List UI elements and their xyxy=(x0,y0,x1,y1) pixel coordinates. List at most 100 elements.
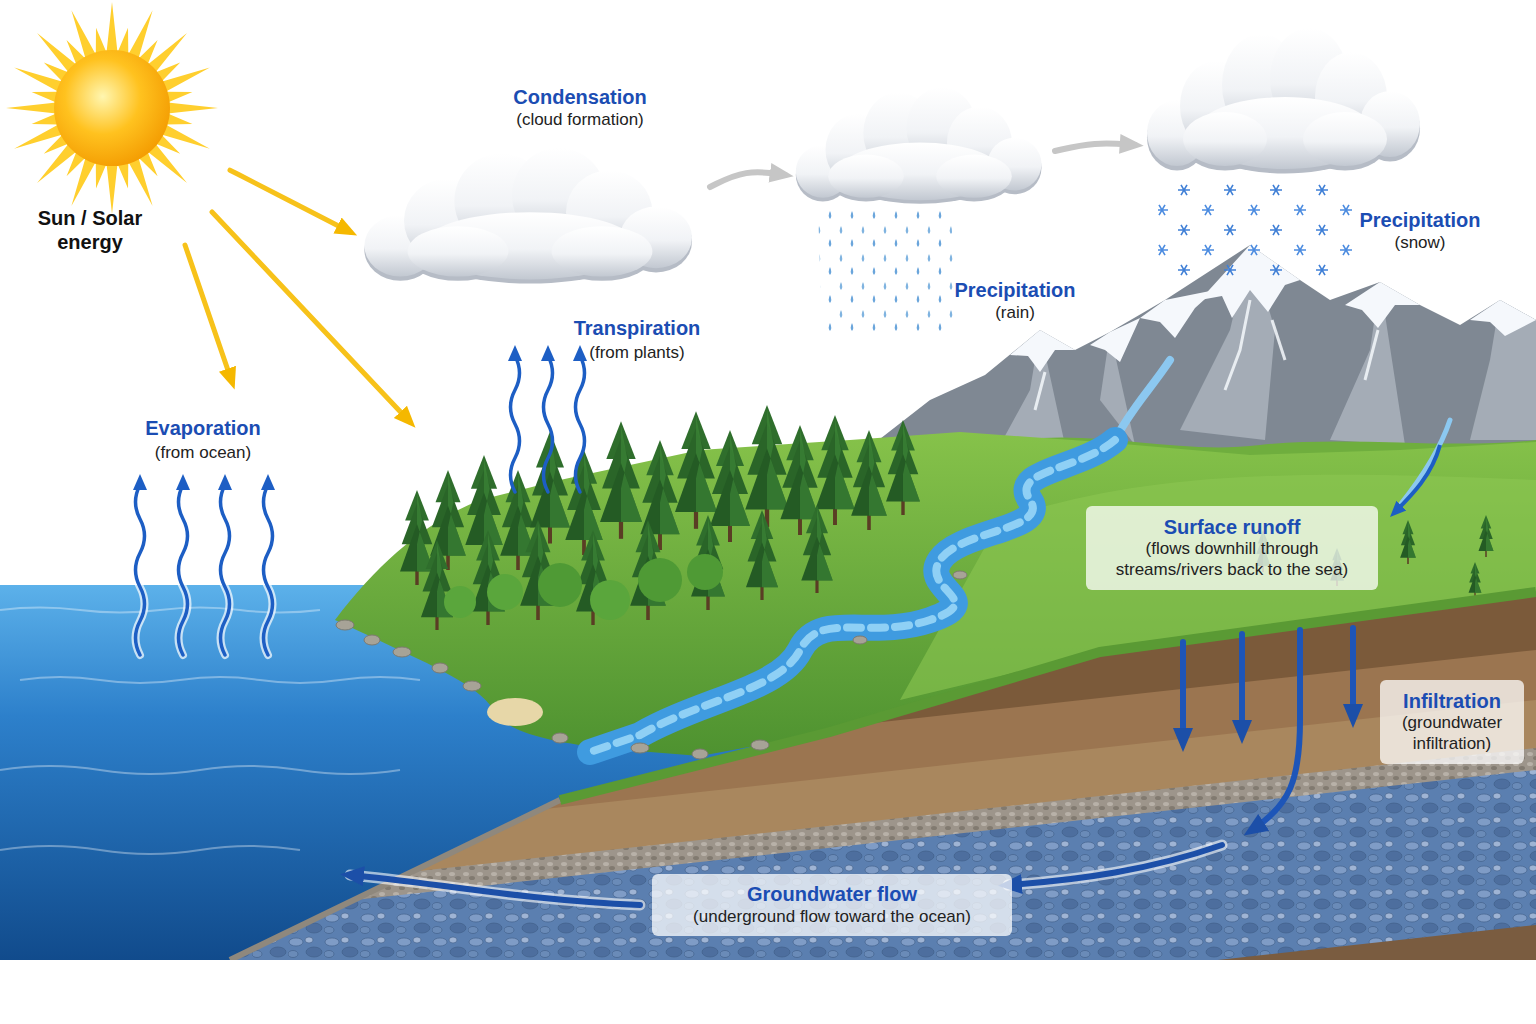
snow-cloud: Precipitation(snow) xyxy=(1135,25,1435,175)
process-note: (groundwater infiltration) xyxy=(1386,713,1518,754)
sun-label: Sun / Solar energy xyxy=(27,206,153,255)
pine-tree xyxy=(815,415,854,525)
infiltration-arrow xyxy=(1239,634,1245,734)
rock xyxy=(463,681,481,691)
pine-tree xyxy=(565,450,603,555)
pine-tree xyxy=(1469,562,1482,598)
pine-tree xyxy=(1479,515,1494,557)
grass-edge xyxy=(560,592,1536,800)
process-title: Evaporation xyxy=(103,416,303,440)
evaporation-arrow xyxy=(179,481,188,655)
rock xyxy=(692,749,708,759)
sun-disc xyxy=(54,50,170,166)
pine-tree xyxy=(746,510,778,600)
process-title: Condensation xyxy=(480,85,680,109)
rock xyxy=(631,743,649,753)
snow-cap xyxy=(1345,282,1420,328)
runoff-label-box: Surface runoff(flows downhill through st… xyxy=(1086,506,1378,590)
arrow-halo xyxy=(350,875,640,905)
cloud-body xyxy=(1147,28,1420,169)
rock xyxy=(364,635,380,645)
round-tree xyxy=(590,580,630,620)
round-tree xyxy=(538,563,582,607)
process-note: (flows downhill through streams/rivers b… xyxy=(1092,539,1372,580)
process-title: Precipitation xyxy=(1320,208,1520,232)
round-trees xyxy=(444,554,723,620)
groundwater-label-box: Groundwater flow(underground flow toward… xyxy=(652,874,1012,936)
cloud-puff xyxy=(936,155,1012,198)
snow-cap xyxy=(1090,318,1140,362)
sun-shape xyxy=(0,0,230,230)
sun-node: Sun / Solar energy xyxy=(0,0,230,230)
pine-tree xyxy=(710,430,750,542)
rock xyxy=(552,733,568,743)
groundwater-arrow xyxy=(350,875,640,905)
cloud-shape xyxy=(1135,25,1435,175)
pine-tree xyxy=(851,430,887,530)
cloud-puff xyxy=(1183,112,1267,166)
mountain-stream xyxy=(1400,420,1450,505)
pine-tree xyxy=(801,505,832,593)
pine-tree xyxy=(400,490,434,585)
snow-streak xyxy=(1365,330,1378,380)
process-title: Precipitation xyxy=(915,278,1115,302)
evaporation-arrow xyxy=(221,481,230,655)
cloud-shape xyxy=(350,145,710,285)
snow-streak xyxy=(1225,300,1250,390)
round-tree xyxy=(444,586,476,618)
cloud-drift-arrow xyxy=(1055,144,1135,151)
rock xyxy=(751,740,769,750)
round-tree xyxy=(687,554,723,590)
process-title: Infiltration xyxy=(1403,689,1501,713)
runoff-arrow xyxy=(1395,445,1440,512)
ocean-waves xyxy=(0,608,420,855)
rock xyxy=(953,571,967,579)
infiltration-label-box: Infiltration(groundwater infiltration) xyxy=(1380,680,1524,764)
transpiration-arrow xyxy=(576,352,585,492)
cloud-shape xyxy=(785,85,1055,205)
transpiration-arrows xyxy=(511,352,585,492)
pine-tree xyxy=(600,421,642,539)
evaporation-arrow xyxy=(136,481,145,655)
process-note: (snow) xyxy=(1320,233,1520,254)
cloud-body xyxy=(796,87,1042,200)
pine-tree xyxy=(1400,520,1416,564)
snow-cap xyxy=(1140,290,1215,338)
mountain-stream xyxy=(1115,360,1170,440)
cloud-body xyxy=(364,148,692,280)
snow-cap xyxy=(1010,330,1075,372)
round-tree xyxy=(487,574,523,610)
transpiration-arrow xyxy=(511,352,520,492)
pine-tree xyxy=(745,405,789,527)
snowflakes xyxy=(1158,176,1354,276)
process-note: (from plants) xyxy=(537,343,737,364)
coast-rocks xyxy=(336,571,967,759)
soil-cross-section xyxy=(200,560,1536,1024)
arrow-halo xyxy=(1008,845,1222,885)
cloud-puff xyxy=(552,226,653,276)
rain-drops xyxy=(818,206,960,335)
pine-tree xyxy=(675,411,717,529)
sun-ray-arrow xyxy=(185,245,232,382)
pine-tree xyxy=(886,420,920,515)
process-note: (rain) xyxy=(915,303,1115,324)
round-tree xyxy=(638,558,682,602)
wave-line xyxy=(20,677,420,683)
infiltration-arrows xyxy=(1183,628,1353,830)
rock xyxy=(336,620,354,630)
sun-rays xyxy=(6,2,218,214)
wave-line xyxy=(0,766,400,774)
evaporation-arrows xyxy=(136,481,273,655)
bottom-margin xyxy=(0,960,1536,1024)
rock xyxy=(432,663,448,673)
cloud-puff xyxy=(408,226,509,276)
condensation-cloud: Condensation(cloud formation) xyxy=(350,145,710,285)
wave-line xyxy=(0,846,300,854)
cloud-puff xyxy=(1303,112,1387,166)
mountain-face xyxy=(1470,300,1536,440)
process-title: Groundwater flow xyxy=(747,882,917,906)
